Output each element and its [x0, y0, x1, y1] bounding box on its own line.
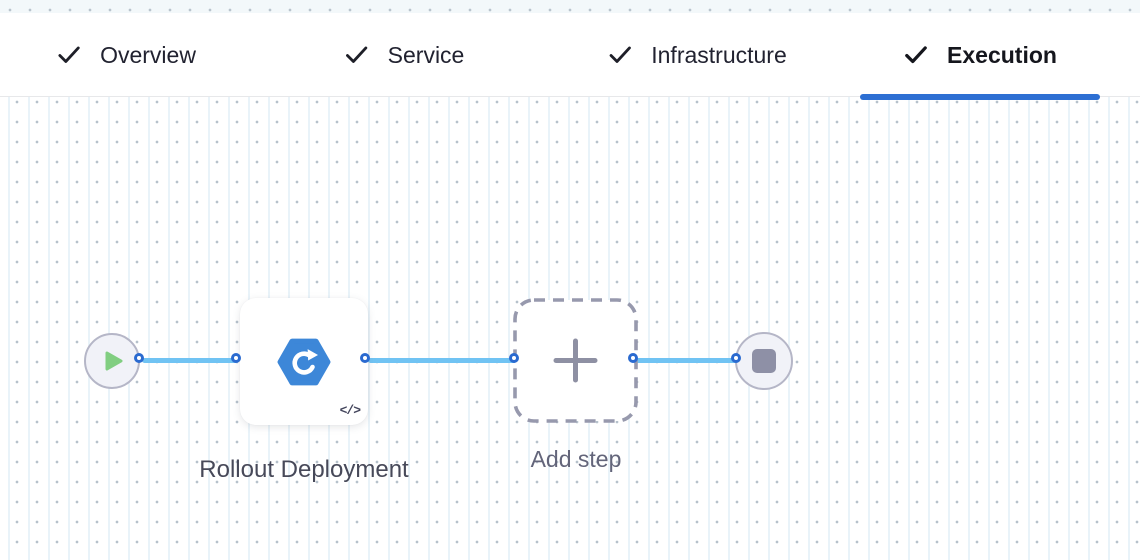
tab-label: Execution	[947, 41, 1057, 68]
connector-port[interactable]	[509, 353, 519, 363]
check-icon	[58, 46, 80, 63]
tab-overview[interactable]: Overview	[56, 13, 196, 97]
connector-port[interactable]	[731, 353, 741, 363]
pipeline-end-node[interactable]	[735, 332, 793, 390]
active-tab-underline	[860, 94, 1100, 100]
plus-icon	[553, 338, 598, 383]
check-icon	[609, 46, 631, 63]
stop-icon	[752, 349, 776, 373]
connector-line	[368, 358, 517, 363]
connector-port[interactable]	[134, 353, 144, 363]
connector-line	[636, 358, 739, 363]
add-step-button[interactable]	[513, 298, 638, 423]
tab-execution[interactable]: Execution	[860, 13, 1100, 100]
stage-tab-bar: Overview Service Infrastructure Executio…	[0, 13, 1140, 100]
check-icon	[346, 46, 368, 63]
dashed-placeholder-box	[513, 298, 638, 423]
step-node-rollout-deployment[interactable]: </>	[240, 298, 368, 425]
play-icon	[105, 351, 123, 371]
connector-port[interactable]	[628, 353, 638, 363]
tab-infrastructure[interactable]: Infrastructure	[607, 13, 787, 97]
tab-service[interactable]: Service	[344, 13, 465, 97]
k8s-rollout-icon	[277, 338, 331, 385]
connector-port[interactable]	[360, 353, 370, 363]
tab-label: Service	[387, 41, 465, 68]
step-label: Rollout Deployment	[199, 456, 409, 483]
connector-line	[142, 358, 239, 363]
connector-port[interactable]	[231, 353, 241, 363]
tab-label: Infrastructure	[651, 41, 787, 68]
pipeline-start-node[interactable]	[84, 333, 140, 389]
pipeline-canvas[interactable]: </> Rollout Deployment Add step	[0, 97, 1140, 560]
add-step-label: Add step	[530, 446, 622, 472]
canvas-top-strip	[0, 0, 1140, 13]
script-badge: </>	[339, 403, 361, 418]
tab-label: Overview	[100, 41, 196, 68]
check-icon	[905, 46, 927, 64]
